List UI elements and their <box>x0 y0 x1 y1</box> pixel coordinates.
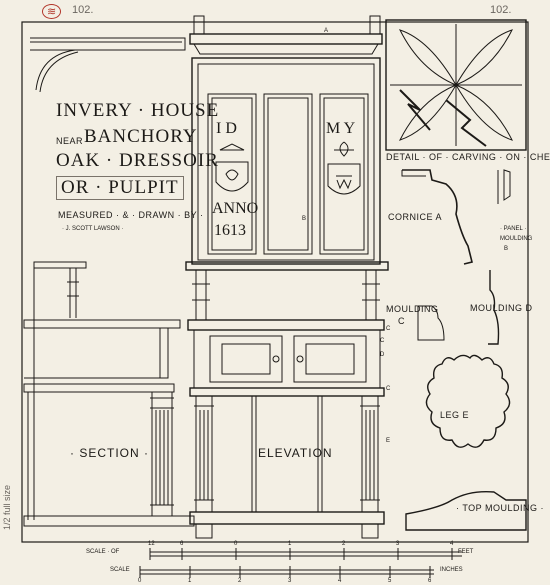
marker-c: C <box>386 326 391 332</box>
moulding-c-profile <box>417 305 445 341</box>
carving-detail <box>385 19 527 151</box>
title-line-4: OR · PULPIT <box>56 176 184 200</box>
title-line-2-prefix: NEAR <box>56 136 84 146</box>
scale-inch-tick: 2 <box>238 578 242 584</box>
scale-feet-tick: 3 <box>396 541 400 547</box>
section-label: · SECTION · <box>70 446 149 460</box>
panel-anno: ANNO <box>212 200 259 217</box>
leg-e-profile <box>425 354 511 448</box>
marker-e: E <box>386 438 391 444</box>
scale-inch-tick: 3 <box>288 578 292 584</box>
scale-inch-tick: 6 <box>428 578 432 584</box>
section-view <box>23 37 195 527</box>
scale-inch-tick: 4 <box>338 578 342 584</box>
red-page-mark: ≋ <box>42 4 62 19</box>
left-panel-initials: I D <box>216 120 237 137</box>
panel-moulding-label-3: B <box>504 246 509 252</box>
moulding-c-label-2: C <box>398 316 405 326</box>
moulding-d-label: MOULDING D <box>470 303 533 313</box>
marker-c-2: C <box>380 338 385 344</box>
elevation-label: ELEVATION <box>258 446 333 460</box>
cornice-label: CORNICE A <box>388 212 443 222</box>
panel-moulding-profile <box>497 169 511 204</box>
title-line-1: INVERY · HOUSE <box>56 100 220 121</box>
credit-line-2: · J. SCOTT LAWSON · <box>62 226 124 232</box>
marker-a: A <box>324 28 329 34</box>
scale-feet-label: SCALE · OF <box>86 549 120 555</box>
cornice-profile <box>401 169 473 265</box>
scale-feet-unit: FEET <box>458 549 474 555</box>
scale-inches-label: SCALE <box>110 567 130 573</box>
border-frame <box>21 21 529 543</box>
credit-line-1: MEASURED · & · DRAWN · BY · <box>58 210 204 220</box>
top-moulding-profile <box>405 490 527 531</box>
scale-inches-unit: INCHES <box>440 567 463 573</box>
marker-b: B <box>302 216 307 222</box>
scale-feet-tick: 1 <box>288 541 292 547</box>
panel-year: 1613 <box>214 222 246 239</box>
scale-feet-tick: 2 <box>342 541 346 547</box>
scale-inch-tick: 1 <box>188 578 192 584</box>
title-line-2: BANCHORY <box>84 126 198 147</box>
moulding-d-profile <box>488 270 500 345</box>
marker-c-3: C <box>386 386 391 392</box>
page-number-right: 102. <box>490 4 512 16</box>
page-number-left: 102. <box>72 4 94 16</box>
scale-bars <box>139 548 462 578</box>
scale-inch-tick: 5 <box>388 578 392 584</box>
scale-feet-tick: 6 <box>180 541 184 547</box>
leg-label: LEG E <box>440 410 470 420</box>
panel-moulding-label-1: · PANEL · <box>500 226 527 232</box>
right-panel-initials: M Y <box>326 120 356 137</box>
margin-pencil-note: 1/2 full size <box>2 484 12 530</box>
scale-feet-tick: 0 <box>234 541 238 547</box>
scale-inch-tick: 0 <box>138 578 142 584</box>
panel-moulding-label-2: MOULDING <box>500 236 533 242</box>
carving-label: DETAIL · OF · CARVING · ON · CHEST <box>386 152 550 162</box>
elevation-view <box>185 15 389 539</box>
top-moulding-label: · TOP MOULDING · <box>456 503 545 513</box>
scale-feet-tick: 4 <box>450 541 454 547</box>
marker-d: D <box>380 352 385 358</box>
title-line-3: OAK · DRESSOIR <box>56 150 219 171</box>
scale-feet-tick: 12 <box>148 541 155 547</box>
moulding-c-label-1: MOULDING <box>386 304 439 314</box>
